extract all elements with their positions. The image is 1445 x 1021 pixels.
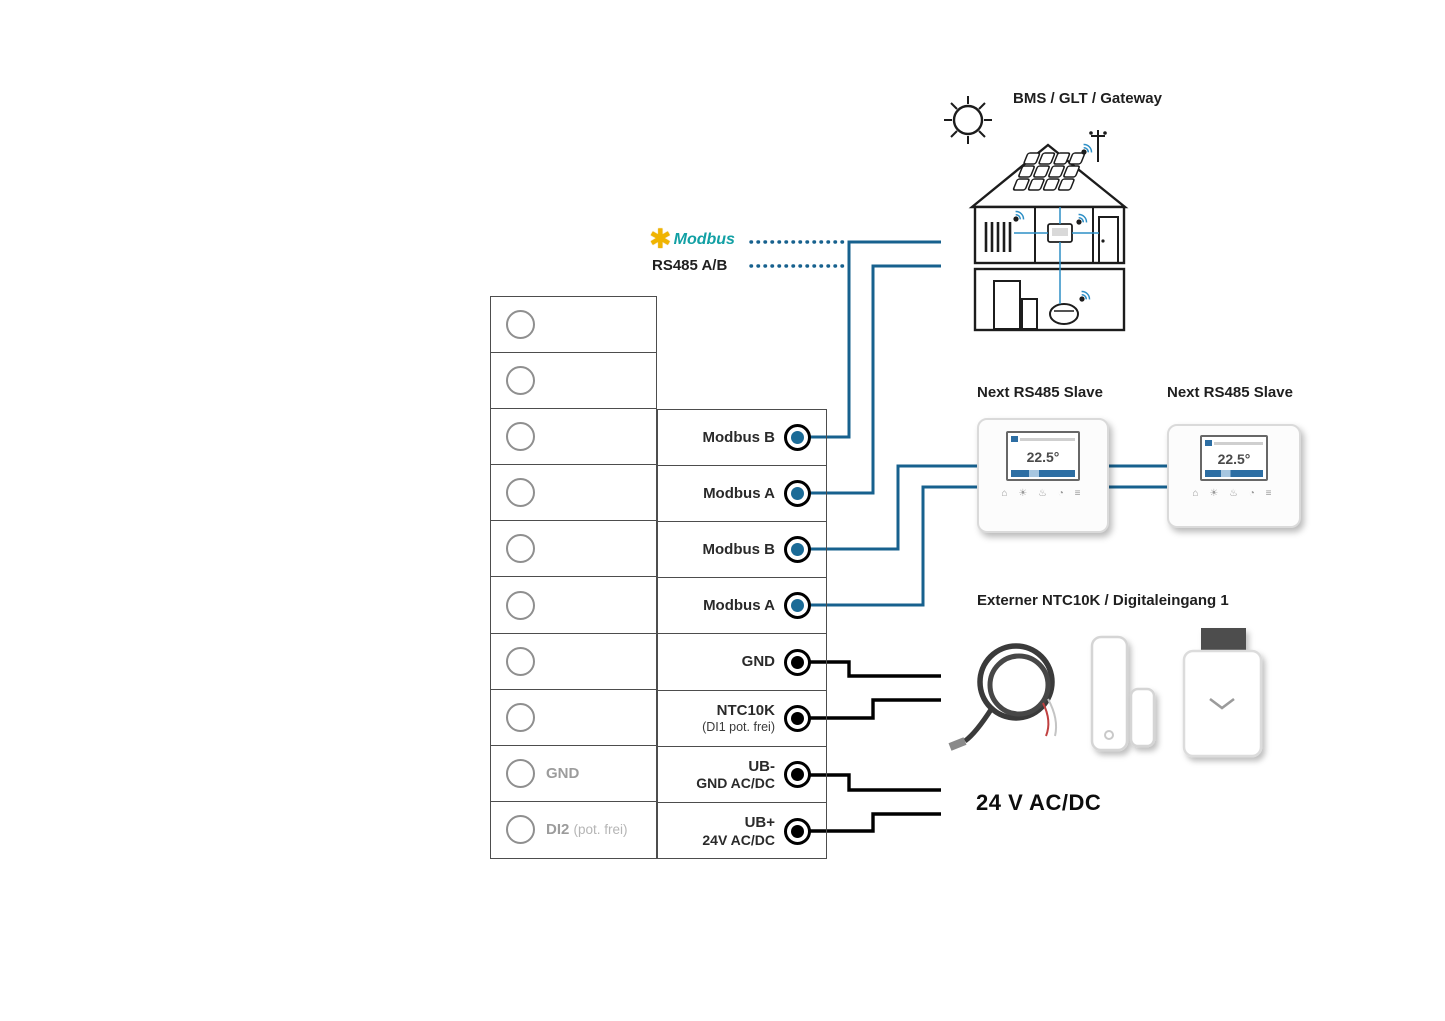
terminal-screw-circle: [506, 815, 535, 845]
terminal-screw-circle: [506, 422, 535, 452]
terminal-screw-circle: [506, 478, 535, 508]
bms-gateway-label: BMS / GLT / Gateway: [1013, 90, 1162, 107]
thermostat-screen: 22.5°: [1200, 435, 1268, 481]
terminal-ntc10k: NTC10K (DI1 pot. frei): [658, 691, 826, 747]
power-sensor-lines: [809, 660, 941, 833]
modbus-logo: ✱ Modbus: [649, 226, 735, 253]
terminal-row: [491, 690, 656, 746]
terminal-row-gnd: GND: [491, 746, 656, 802]
terminal-screw-circle: [506, 310, 535, 340]
terminal-screw-circle: [506, 702, 535, 732]
modbus-gear-icon: ✱: [649, 224, 672, 254]
weather-mast-icon: [1089, 130, 1107, 162]
thermostat-temperature: 22.5°: [1026, 448, 1060, 465]
modbus-b-terminal-dot: [784, 423, 811, 451]
terminal-row: [491, 297, 656, 354]
ntc10k-terminal-dot: [784, 704, 811, 732]
gateway-icon: [1049, 303, 1079, 325]
terminal-screw-circle: [506, 590, 535, 620]
slave1-label: Next RS485 Slave: [977, 384, 1103, 401]
chevron-down-icon: [1209, 697, 1235, 710]
ub-minus-terminal-dot: [784, 760, 811, 788]
thermostat-touch-icons: ⌂ ☀ ♨ ◔ ≡: [1192, 488, 1276, 499]
gnd-terminal-dot: [784, 648, 811, 676]
building-illustration: [944, 96, 1129, 332]
keycard-holder: [1182, 628, 1263, 758]
solar-panel-grid: [1012, 152, 1086, 191]
terminal-block-left-column: GND DI2 (pot. frei): [490, 296, 657, 859]
terminal-row: [491, 353, 656, 410]
terminal-modbus-a-1: Modbus A: [658, 466, 826, 523]
ub-plus-terminal-dot: [784, 817, 811, 845]
terminal-row: [491, 409, 656, 466]
terminal-modbus-a-2: Modbus A: [658, 578, 826, 635]
terminal-row: [491, 577, 656, 634]
thermostat-menu-bar: [1205, 470, 1263, 477]
terminal-screw-circle: [506, 646, 535, 676]
door-contact-sensor: [1090, 635, 1156, 752]
modbus-b-terminal-dot: [784, 536, 811, 564]
terminal-block-right-column: Modbus B Modbus A Modbus B Modbus A GND …: [657, 408, 827, 860]
modbus-bus-lines: [809, 240, 1168, 607]
terminal-row: [491, 521, 656, 578]
terminal-modbus-b-1: Modbus B: [658, 410, 826, 466]
boiler-icon: [993, 280, 1038, 330]
terminal-ub-plus: UB+ 24V AC/DC: [658, 803, 826, 859]
rs485-slave-device-2: 22.5° ⌂ ☀ ♨ ◔ ≡: [1167, 424, 1301, 528]
sensors-label: Externer NTC10K / Digitaleingang 1: [977, 592, 1229, 609]
modbus-a-terminal-dot: [784, 592, 811, 620]
modbus-logo-text: Modbus: [673, 230, 735, 248]
radiator-icon: [984, 222, 1012, 252]
sun-icon: [944, 96, 992, 144]
terminal-screw-circle: [506, 366, 535, 396]
terminal-row: [491, 465, 656, 522]
terminal-row: [491, 634, 656, 690]
ntc-cable-sensor: [948, 643, 1058, 751]
thermostat-touch-icons: ⌂ ☀ ♨ ◔ ≡: [1001, 488, 1085, 499]
thermostat-temperature: 22.5°: [1217, 450, 1251, 467]
dotted-bus-lines: [749, 240, 847, 268]
slave2-label: Next RS485 Slave: [1167, 384, 1293, 401]
modbus-a-terminal-dot: [784, 479, 811, 507]
rs485-slave-device-1: 22.5° ⌂ ☀ ♨ ◔ ≡: [977, 418, 1109, 533]
terminal-modbus-b-2: Modbus B: [658, 522, 826, 579]
rs485-label: RS485 A/B: [652, 257, 728, 274]
door-icon: [1098, 216, 1119, 264]
terminal-row-di2: DI2 (pot. frei): [491, 802, 656, 858]
thermostat-menu-bar: [1011, 470, 1075, 477]
terminal-gnd: GND: [658, 634, 826, 691]
terminal-left-label: GND: [546, 764, 580, 782]
terminal-screw-circle: [506, 758, 535, 788]
thermostat-screen: 22.5°: [1006, 431, 1080, 481]
power-supply-label: 24 V AC/DC: [976, 790, 1102, 815]
terminal-left-label: DI2 (pot. frei): [546, 821, 628, 839]
terminal-screw-circle: [506, 534, 535, 564]
terminal-ub-minus: UB- GND AC/DC: [658, 747, 826, 803]
